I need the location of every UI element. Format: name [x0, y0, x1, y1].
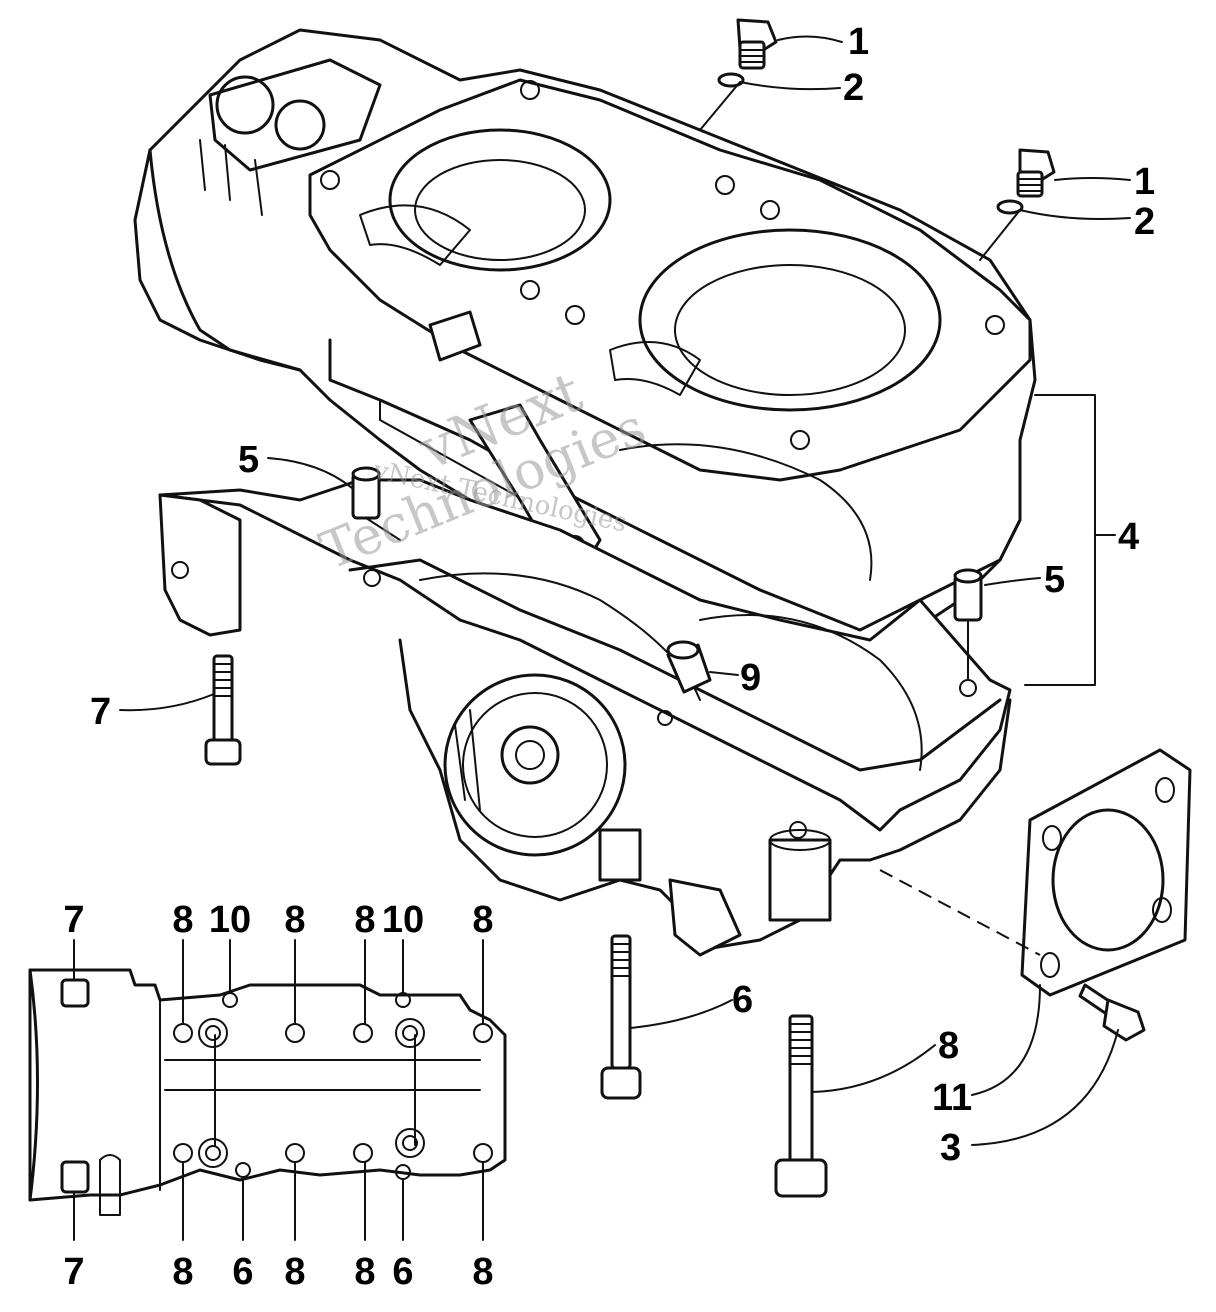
callout-2-top: 2 [843, 67, 864, 109]
inset-bottom-label: 8 [172, 1251, 193, 1293]
callout-8: 8 [938, 1025, 959, 1067]
inset-bottom-label: 6 [232, 1251, 253, 1293]
bolt-8 [774, 1014, 828, 1198]
alignment-centerline [879, 869, 1041, 956]
inset-top-label: 8 [354, 899, 375, 941]
callout-2-right: 2 [1134, 201, 1155, 243]
inset-bottom-label: 7 [63, 1251, 84, 1293]
inset-bottom-label: 8 [472, 1251, 493, 1293]
bolt-pattern-inset: 7 8 10 8 8 10 8 7 8 6 8 8 6 8 [28, 899, 507, 1293]
inset-bottom-label: 8 [284, 1251, 305, 1293]
callout-1-top: 1 [848, 21, 869, 63]
bolt-6 [600, 934, 642, 1100]
inset-top-label: 8 [284, 899, 305, 941]
bushing [666, 640, 712, 694]
inset-top-label: 10 [209, 899, 251, 941]
inset-bottom-label: 6 [392, 1251, 413, 1293]
inset-top-label: 7 [63, 899, 84, 941]
callout-labels: 1 2 1 2 4 5 5 7 9 6 8 11 3 [90, 21, 1155, 1169]
callout-5-left: 5 [238, 439, 259, 481]
callout-5-right: 5 [1044, 559, 1065, 601]
lower-crankcase [158, 478, 1012, 957]
inset-top-label: 8 [172, 899, 193, 941]
intake-flange-gasket [1020, 748, 1192, 997]
callout-11: 11 [932, 1077, 972, 1119]
callout-6: 6 [732, 979, 753, 1021]
inset-top-label: 8 [472, 899, 493, 941]
dowel-pin-right [953, 568, 983, 622]
drain-plug-right [1016, 148, 1056, 198]
drain-plug-top [736, 18, 778, 70]
inset-bottom-label: 8 [354, 1251, 375, 1293]
leader-lines [119, 35, 1131, 1146]
callout-7: 7 [90, 691, 111, 733]
washer-top [717, 72, 745, 88]
washer-right [996, 199, 1024, 215]
upper-crankcase [133, 28, 1037, 652]
callout-3: 3 [940, 1127, 961, 1169]
flange-screw [1078, 983, 1146, 1042]
callout-4: 4 [1118, 516, 1139, 558]
callout-1-right: 1 [1134, 161, 1155, 203]
bolt-7 [204, 654, 242, 766]
callout-9: 9 [740, 657, 761, 699]
inset-top-label: 10 [382, 899, 424, 941]
